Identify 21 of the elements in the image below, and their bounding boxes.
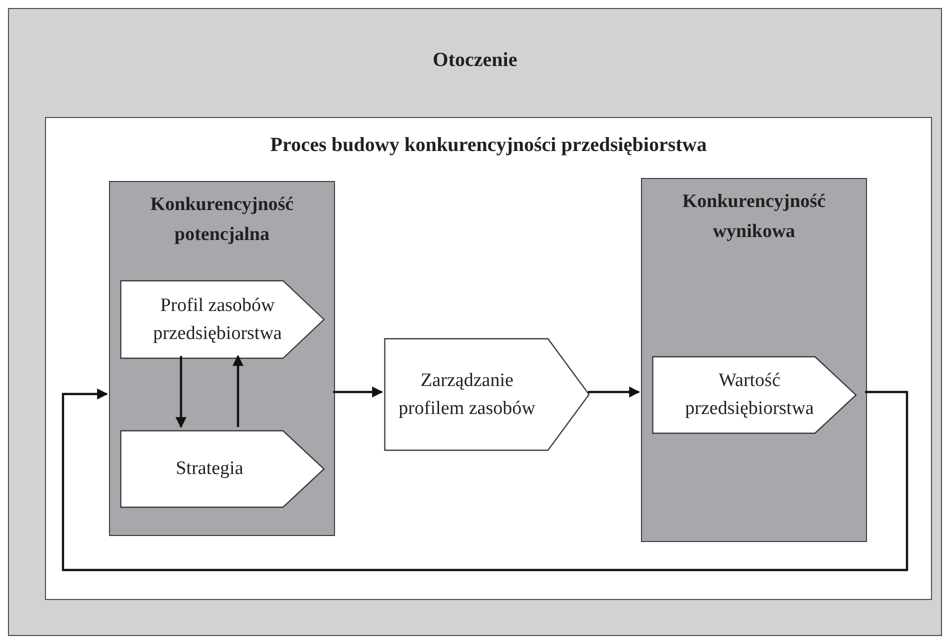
heading: Proces budowy konkurencyjności przedsiębiorstwa — [269, 133, 708, 158]
heading: Konkurencyjność wynikowa — [681, 190, 827, 244]
arrow — [176, 356, 186, 428]
arrow — [232, 354, 244, 427]
arrow — [333, 386, 384, 398]
pentagon-shape — [120, 430, 325, 508]
pentagon-shape — [384, 338, 590, 451]
heading: Otoczenie — [432, 48, 518, 73]
group-panel — [641, 178, 867, 542]
process-label: Profil zasobów przedsiębiorstwa — [152, 294, 283, 346]
environment-box — [8, 8, 942, 636]
arrow — [588, 386, 640, 398]
arrow — [62, 388, 908, 572]
pentagon-shape — [120, 280, 325, 359]
process-frame — [45, 117, 932, 600]
process-label: Strategia — [174, 457, 244, 481]
heading: Konkurencyjność potencjalna — [149, 193, 295, 247]
process-label: Zarządzanie profilem zasobów — [398, 368, 536, 420]
process-label: Wartość przedsiębiorstwa — [684, 369, 815, 421]
group-panel — [109, 181, 335, 536]
pentagon-shape — [652, 356, 857, 434]
